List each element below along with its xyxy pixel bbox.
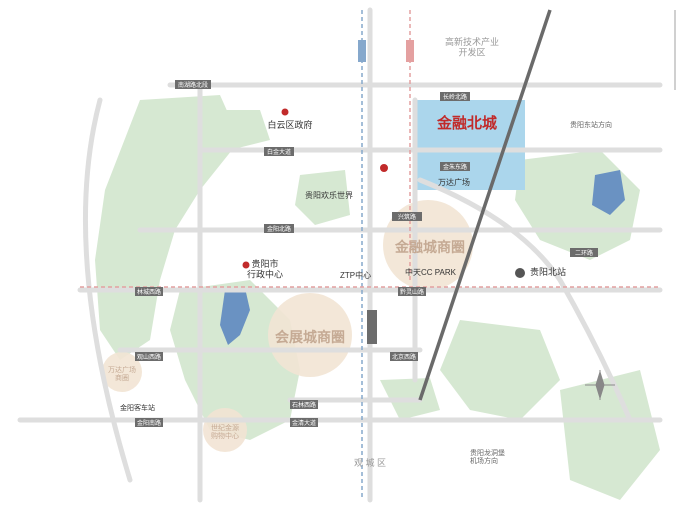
road-label-xingzhu: 兴筑路: [398, 213, 416, 221]
landmark-bus-center: 金阳客车站: [120, 403, 155, 412]
district-guancheng: 观 城 区: [354, 458, 386, 468]
green-area-south-east: [440, 320, 560, 420]
road-label-baijin: 白金大道: [267, 148, 291, 156]
project-title: 金融北城: [436, 114, 497, 132]
road-label-changling-north: 长岭北路: [443, 93, 467, 101]
road-label-erhuan: 二环路: [575, 249, 593, 257]
right-frame: [674, 10, 682, 90]
road-ring-west: [82, 97, 133, 483]
station-marker-north: [515, 268, 525, 278]
road-label-guanshan-west: 观山西路: [137, 353, 161, 361]
road-label-jinyang-south: 金阳南路: [137, 419, 161, 427]
district-huizhan: 会展城商圈: [275, 329, 345, 345]
road-label-jinqing: 金清大道: [292, 419, 316, 427]
roads: [17, 7, 663, 503]
district-jinrongcheng: 金融城商圈: [394, 239, 465, 255]
lake-guanshan: [220, 288, 250, 345]
green-area-east: [515, 150, 640, 260]
gov-marker-baiyun: [281, 108, 289, 116]
green-area-amusement: [295, 170, 350, 225]
landmark-east-station: 贵阳东站方向: [570, 120, 612, 129]
road-label-shilin-west: 石林西路: [292, 401, 316, 409]
jinrongcheng-circle: [383, 200, 473, 290]
landmark-cc-park: 中天CC PARK: [405, 267, 457, 277]
project-highlight-area: [415, 100, 525, 190]
project-marker: [380, 164, 388, 172]
landmark-amusement: 贵阳欢乐世界: [305, 190, 353, 200]
district-gaoxin: 高新技术产业开发区: [445, 36, 499, 57]
road-ring-east: [417, 177, 633, 423]
landmark-wanda: 万达广场: [438, 177, 470, 187]
district-shiji: 世纪金源购物中心: [211, 423, 239, 440]
green-area-small: [130, 135, 165, 170]
landmark-city-gov: 贵阳市行政中心: [247, 258, 283, 279]
green-areas: [95, 95, 660, 500]
huizhan-circle: [268, 293, 352, 377]
water-bodies: [220, 170, 625, 345]
road-label-jinyang-north: 金阳北路: [267, 225, 291, 233]
road-label-qianling: 黔灵山路: [400, 288, 424, 296]
road-label-beijing-west: 北京西路: [392, 353, 416, 361]
railway-line: [418, 9, 552, 401]
landmark-baiyun-gov: 白云区政府: [267, 119, 312, 130]
district-wanke: 万达广场商圈: [108, 365, 136, 382]
landmark-north-station: 贵阳北站: [530, 266, 566, 277]
landmark-ztp: ZTP中心: [340, 270, 371, 280]
road-label-nanhu: 南湖路北段: [178, 81, 208, 89]
green-area-far-east: [560, 370, 660, 500]
green-area-baiyun-park: [205, 110, 270, 150]
compass: [585, 370, 615, 400]
lake-east: [592, 170, 625, 215]
wanda-circle: [102, 352, 142, 392]
road-label-lincheng-west: 林城西路: [137, 288, 161, 296]
landmark-airport: 贵阳龙洞堡机场方向: [470, 448, 505, 465]
road-label-jinzhu-east: 金朱东路: [443, 163, 467, 171]
gov-marker-city: [242, 261, 250, 269]
